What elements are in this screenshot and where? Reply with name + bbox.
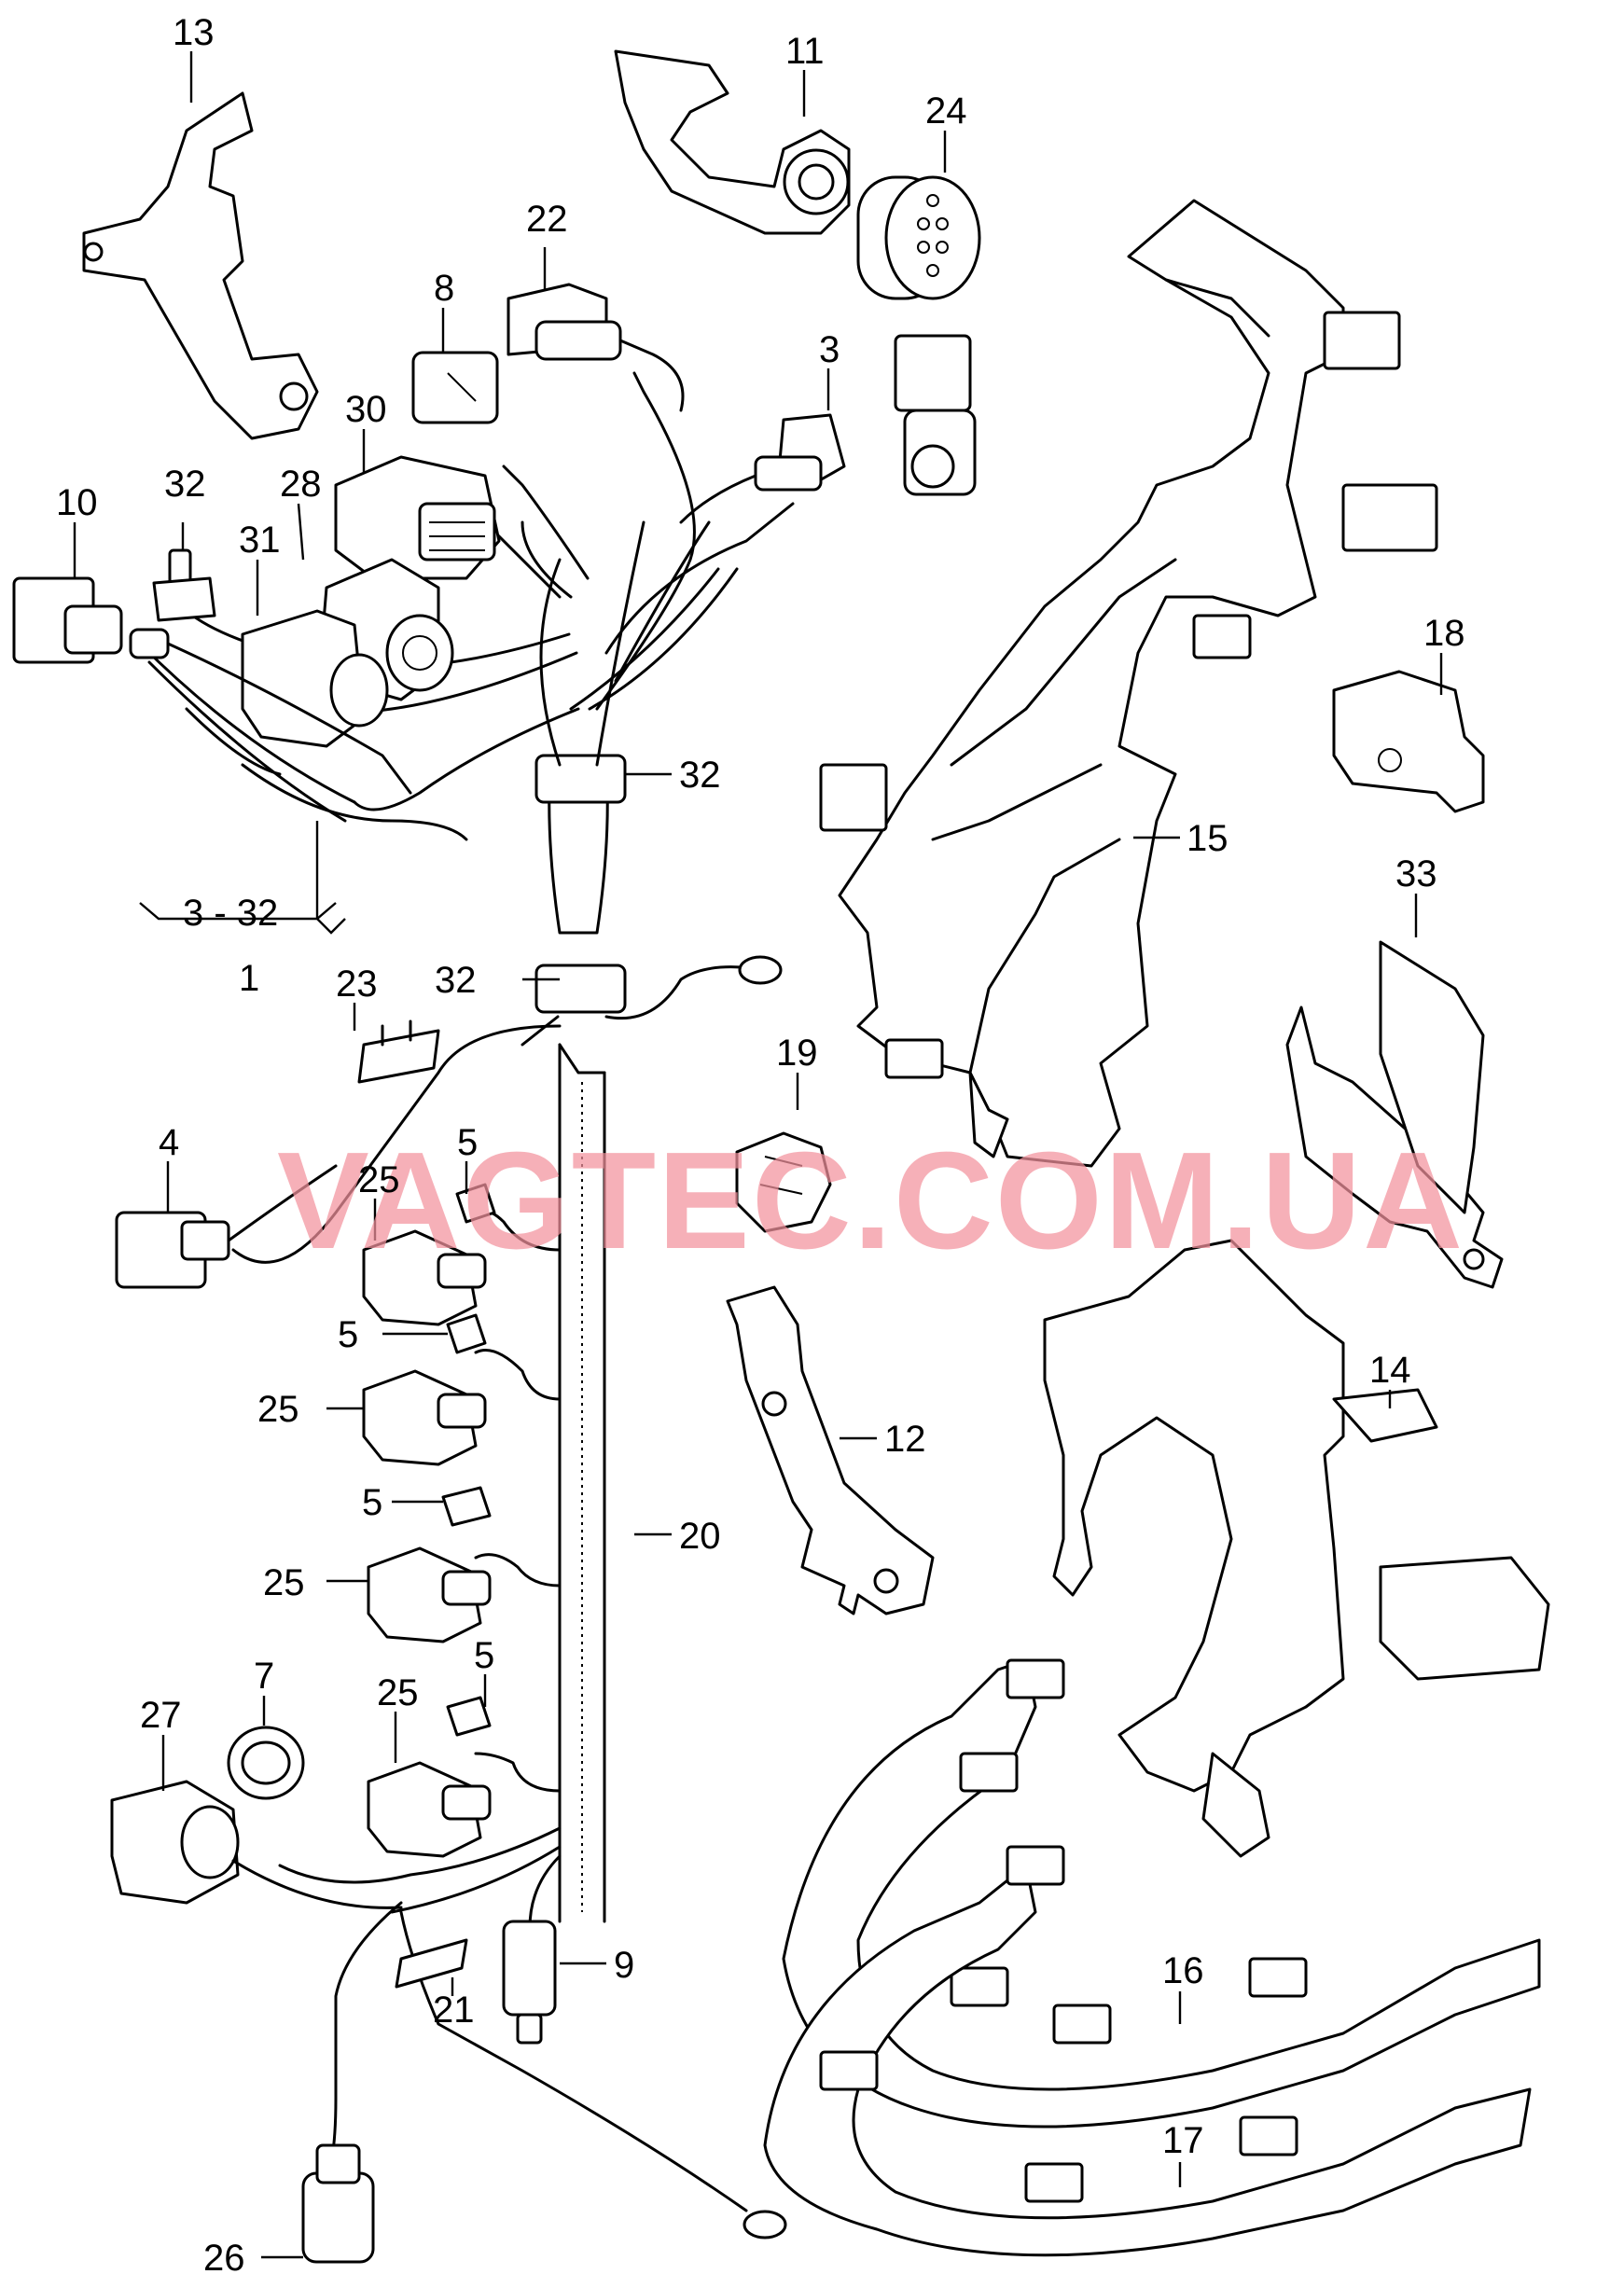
- connector-24: [856, 175, 981, 300]
- ring-terminal: [743, 2210, 787, 2239]
- label-14: 14: [1369, 1350, 1411, 1391]
- label-5-b: 5: [338, 1314, 358, 1355]
- label-22: 22: [526, 199, 568, 240]
- cable-tray-14: [1043, 1239, 1550, 1858]
- connector-3: [679, 413, 846, 524]
- label-16: 16: [1162, 1950, 1204, 1991]
- connector-25a: [362, 1229, 487, 1326]
- label-4: 4: [159, 1122, 179, 1163]
- leader-lines: [73, 51, 1443, 2259]
- connector-26: [301, 2143, 375, 2264]
- label-5-c: 5: [362, 1482, 382, 1523]
- label-11: 11: [785, 31, 825, 72]
- label-5-a: 5: [457, 1122, 478, 1163]
- label-12: 12: [884, 1419, 926, 1460]
- label-28: 28: [280, 464, 322, 505]
- connector-27: [110, 1780, 403, 1909]
- bracket-11: [614, 49, 851, 235]
- label-32-top: 32: [164, 464, 206, 505]
- label-25-a: 25: [358, 1159, 400, 1200]
- clip-8: [411, 351, 499, 424]
- clip-19: [735, 1131, 832, 1233]
- rail-16: [782, 1658, 1541, 2129]
- connector-22: [507, 283, 685, 412]
- bolt-32: [152, 548, 216, 622]
- label-26: 26: [203, 2238, 245, 2279]
- clip-18: [1332, 670, 1485, 813]
- label-25-d: 25: [377, 1672, 419, 1713]
- bracket-33: [1285, 940, 1504, 1289]
- label-32-mid: 32: [679, 755, 721, 796]
- label-20: 20: [679, 1516, 721, 1557]
- part-labels: 13 11 24 22 8 3 30 28 32 10 31 32 3 - 32…: [56, 12, 1465, 2279]
- cable-tray-15: [819, 199, 1438, 1168]
- label-32-low: 32: [435, 960, 477, 1001]
- label-5-d: 5: [474, 1635, 494, 1676]
- label-19: 19: [776, 1033, 818, 1074]
- connector-30: [334, 455, 501, 580]
- connector-10: [12, 576, 412, 795]
- bracket-13: [82, 91, 319, 440]
- connector-25c: [367, 1546, 492, 1643]
- label-7: 7: [254, 1656, 274, 1697]
- label-23: 23: [336, 964, 378, 1005]
- label-1: 1: [239, 958, 259, 999]
- label-24: 24: [925, 90, 967, 132]
- bracket-12: [726, 1285, 935, 1615]
- rail-17: [763, 1845, 1532, 2257]
- label-13: 13: [173, 12, 215, 53]
- sensor-9: [502, 1920, 557, 2045]
- clip-21: [395, 1938, 468, 1989]
- clip-5b: [446, 1313, 487, 1354]
- label-9: 9: [614, 1945, 634, 1986]
- label-25-b: 25: [257, 1389, 299, 1430]
- label-3: 3: [819, 329, 840, 370]
- label-8: 8: [434, 268, 454, 309]
- clip-5c: [441, 1486, 492, 1527]
- sensor-3: [894, 334, 977, 496]
- watermark: VAGTEC.COM.UA: [277, 1124, 1464, 1278]
- label-25-c: 25: [263, 1562, 305, 1603]
- connector-4: [115, 1164, 338, 1289]
- label-33: 33: [1395, 853, 1437, 894]
- label-27: 27: [140, 1695, 182, 1736]
- connector-31: [241, 609, 389, 748]
- label-18: 18: [1423, 613, 1465, 654]
- label-21: 21: [433, 1990, 475, 2031]
- main-harness-trunk: [446, 483, 783, 1923]
- label-30: 30: [345, 389, 387, 430]
- label-range: 3 - 32: [183, 893, 278, 934]
- connector-25d: [367, 1761, 492, 1858]
- label-17: 17: [1162, 2120, 1204, 2161]
- clip-23: [357, 1019, 440, 1084]
- connector-25b: [362, 1369, 487, 1466]
- label-31: 31: [239, 520, 281, 561]
- clip-5d: [446, 1696, 492, 1737]
- cap-7: [227, 1726, 305, 1800]
- label-15: 15: [1187, 818, 1228, 859]
- lower-wires: [231, 1024, 748, 2212]
- label-10: 10: [56, 482, 98, 523]
